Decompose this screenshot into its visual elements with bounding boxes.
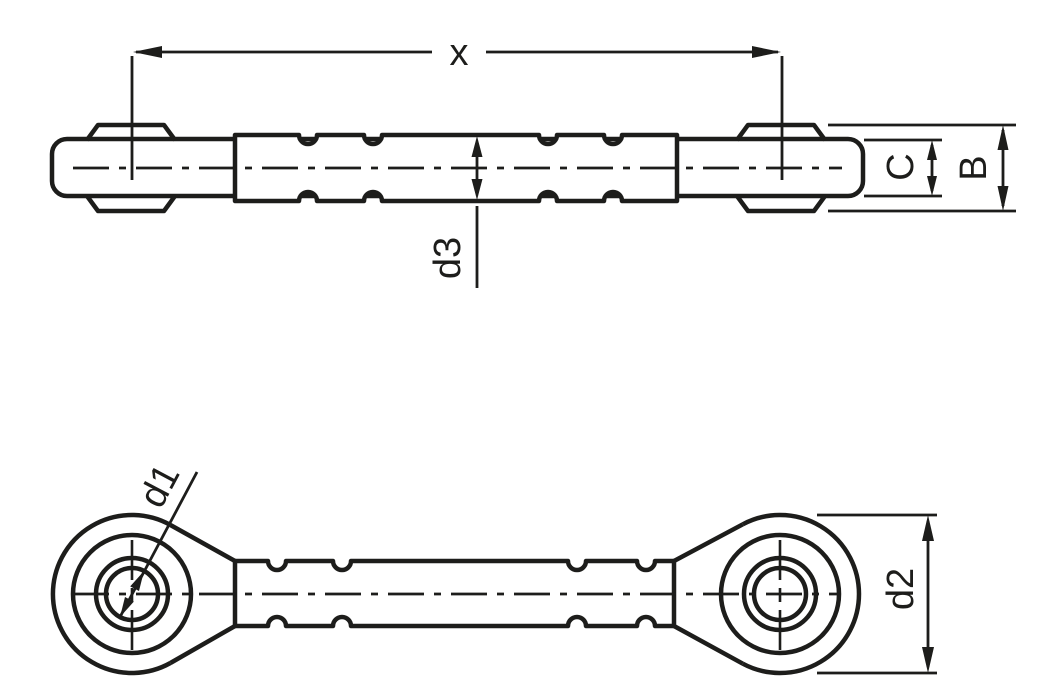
dim-x-label: x: [450, 32, 469, 74]
dimension-d2: d2: [817, 513, 937, 675]
dim-b-arrow-down: [997, 186, 1009, 211]
dim-d2-label: d2: [880, 568, 922, 610]
hex-collar-left-bottom: [85, 194, 177, 214]
dim-d3-arrow-up: [471, 136, 483, 157]
dim-d1-arrow-ne: [130, 571, 144, 591]
dim-d1-leader: [118, 471, 199, 618]
side-view: x d3 C B: [49, 32, 1016, 288]
dim-c-label: C: [880, 153, 922, 180]
dim-c-extension-lines: [864, 138, 942, 198]
dim-d2-arrow-down: [922, 647, 934, 673]
dim-d3-label: d3: [427, 237, 469, 279]
dim-x-arrow-right: [752, 46, 781, 58]
dimension-c: C: [864, 138, 942, 198]
dim-d1-arrow-sw: [120, 597, 134, 617]
hex-collar-right-bottom: [735, 194, 827, 214]
dimension-b: B: [828, 123, 1016, 213]
front-view: d1 d2: [50, 457, 937, 676]
dimension-d3: d3: [427, 136, 483, 288]
dim-c-arrow-down: [927, 176, 937, 196]
left-eye-cone: [169, 523, 237, 665]
right-eye-outer-contour: [741, 512, 862, 676]
dim-x-arrow-left: [133, 46, 162, 58]
dim-b-label: B: [953, 155, 995, 180]
dimension-x: x: [130, 32, 784, 180]
dim-d3-arrow-down: [471, 179, 483, 200]
right-eye-cone: [672, 522, 744, 666]
dim-d2-extension-lines: [817, 513, 937, 675]
dim-b-extension-lines: [828, 123, 1016, 213]
dim-d2-arrow-up: [922, 515, 934, 541]
dim-c-arrow-up: [927, 140, 937, 160]
left-eye-outer-contour: [50, 512, 172, 676]
dim-b-arrow-up: [997, 125, 1009, 150]
